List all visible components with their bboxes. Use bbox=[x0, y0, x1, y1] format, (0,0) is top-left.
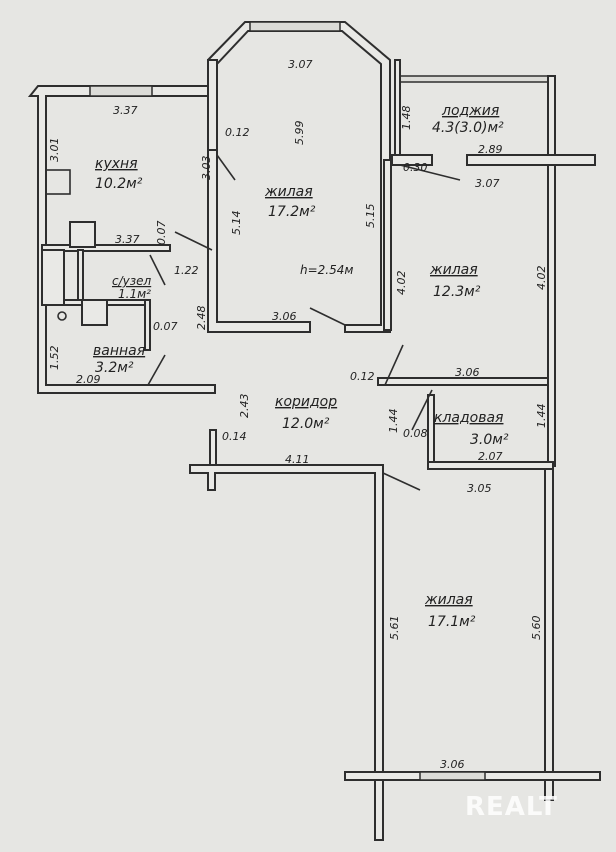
dim: 0.07 bbox=[153, 320, 178, 333]
realt-watermark: REALT bbox=[465, 792, 558, 822]
dim: 2.48 bbox=[195, 306, 208, 331]
dim: 3.06 bbox=[272, 310, 297, 323]
dim: 0.14 bbox=[222, 430, 247, 443]
dim: 1.44 bbox=[535, 404, 548, 429]
dim: 3.07 bbox=[288, 58, 313, 71]
living3-name: жилая bbox=[424, 592, 473, 608]
dim: 2.89 bbox=[478, 143, 503, 156]
wc-area: 1.1м² bbox=[118, 287, 151, 301]
kitchen-name: кухня bbox=[95, 156, 138, 172]
dim: 5.61 bbox=[388, 616, 401, 641]
wc-name: с/узел bbox=[112, 274, 152, 288]
storage-name: кладовая bbox=[434, 410, 503, 426]
living2-name: жилая bbox=[429, 262, 478, 278]
dim: 3.05 bbox=[467, 482, 492, 495]
dim: 3.03 bbox=[200, 156, 213, 181]
dimensions: 3.37 3.01 0.12 3.03 5.14 3.07 5.99 5.15 … bbox=[48, 58, 548, 771]
dim: 1.22 bbox=[174, 264, 199, 277]
dim: 0.07 bbox=[155, 221, 168, 246]
living3-area: 17.1м² bbox=[428, 614, 476, 630]
bath-area: 3.2м² bbox=[95, 360, 134, 376]
loggia-name: лоджия bbox=[441, 103, 499, 119]
dim: 3.06 bbox=[455, 366, 480, 379]
dim: 0.12 bbox=[225, 126, 250, 139]
loggia-area: 4.3(3.0)м² bbox=[432, 120, 504, 136]
corridor-area: 12.0м² bbox=[282, 416, 330, 432]
dim: 4.02 bbox=[395, 271, 408, 296]
dim: 3.37 bbox=[113, 104, 138, 117]
storage-area: 3.0м² bbox=[470, 432, 509, 448]
dim: 5.99 bbox=[293, 121, 306, 146]
living1-area: 17.2м² bbox=[268, 204, 316, 220]
dim: 3.01 bbox=[48, 138, 61, 163]
dim: 2.09 bbox=[76, 373, 101, 386]
dim: 0.12 bbox=[350, 370, 375, 383]
dim: 1.48 bbox=[400, 106, 413, 131]
bath-name: ванная bbox=[93, 343, 145, 359]
dim: 3.06 bbox=[440, 758, 465, 771]
dim: 1.44 bbox=[387, 409, 400, 434]
living1-name: жилая bbox=[264, 184, 313, 200]
walls bbox=[27, 21, 601, 841]
dim: 4.11 bbox=[285, 453, 310, 466]
dim: 1.52 bbox=[48, 346, 61, 371]
dim: 3.07 bbox=[475, 177, 500, 190]
dim: 5.15 bbox=[364, 204, 377, 229]
dim: 4.02 bbox=[535, 266, 548, 291]
dim: 2.43 bbox=[238, 394, 251, 419]
dim: 2.07 bbox=[478, 450, 503, 463]
dim: 3.37 bbox=[115, 233, 140, 246]
dim: 5.60 bbox=[530, 616, 543, 641]
ceiling-height: h=2.54м bbox=[300, 263, 353, 277]
dim: 0.08 bbox=[403, 427, 428, 440]
dim: 5.14 bbox=[230, 211, 243, 236]
kitchen-area: 10.2м² bbox=[95, 176, 143, 192]
dim: 0.30 bbox=[403, 161, 428, 174]
living2-area: 12.3м² bbox=[433, 284, 481, 300]
corridor-name: коридор bbox=[275, 394, 337, 410]
